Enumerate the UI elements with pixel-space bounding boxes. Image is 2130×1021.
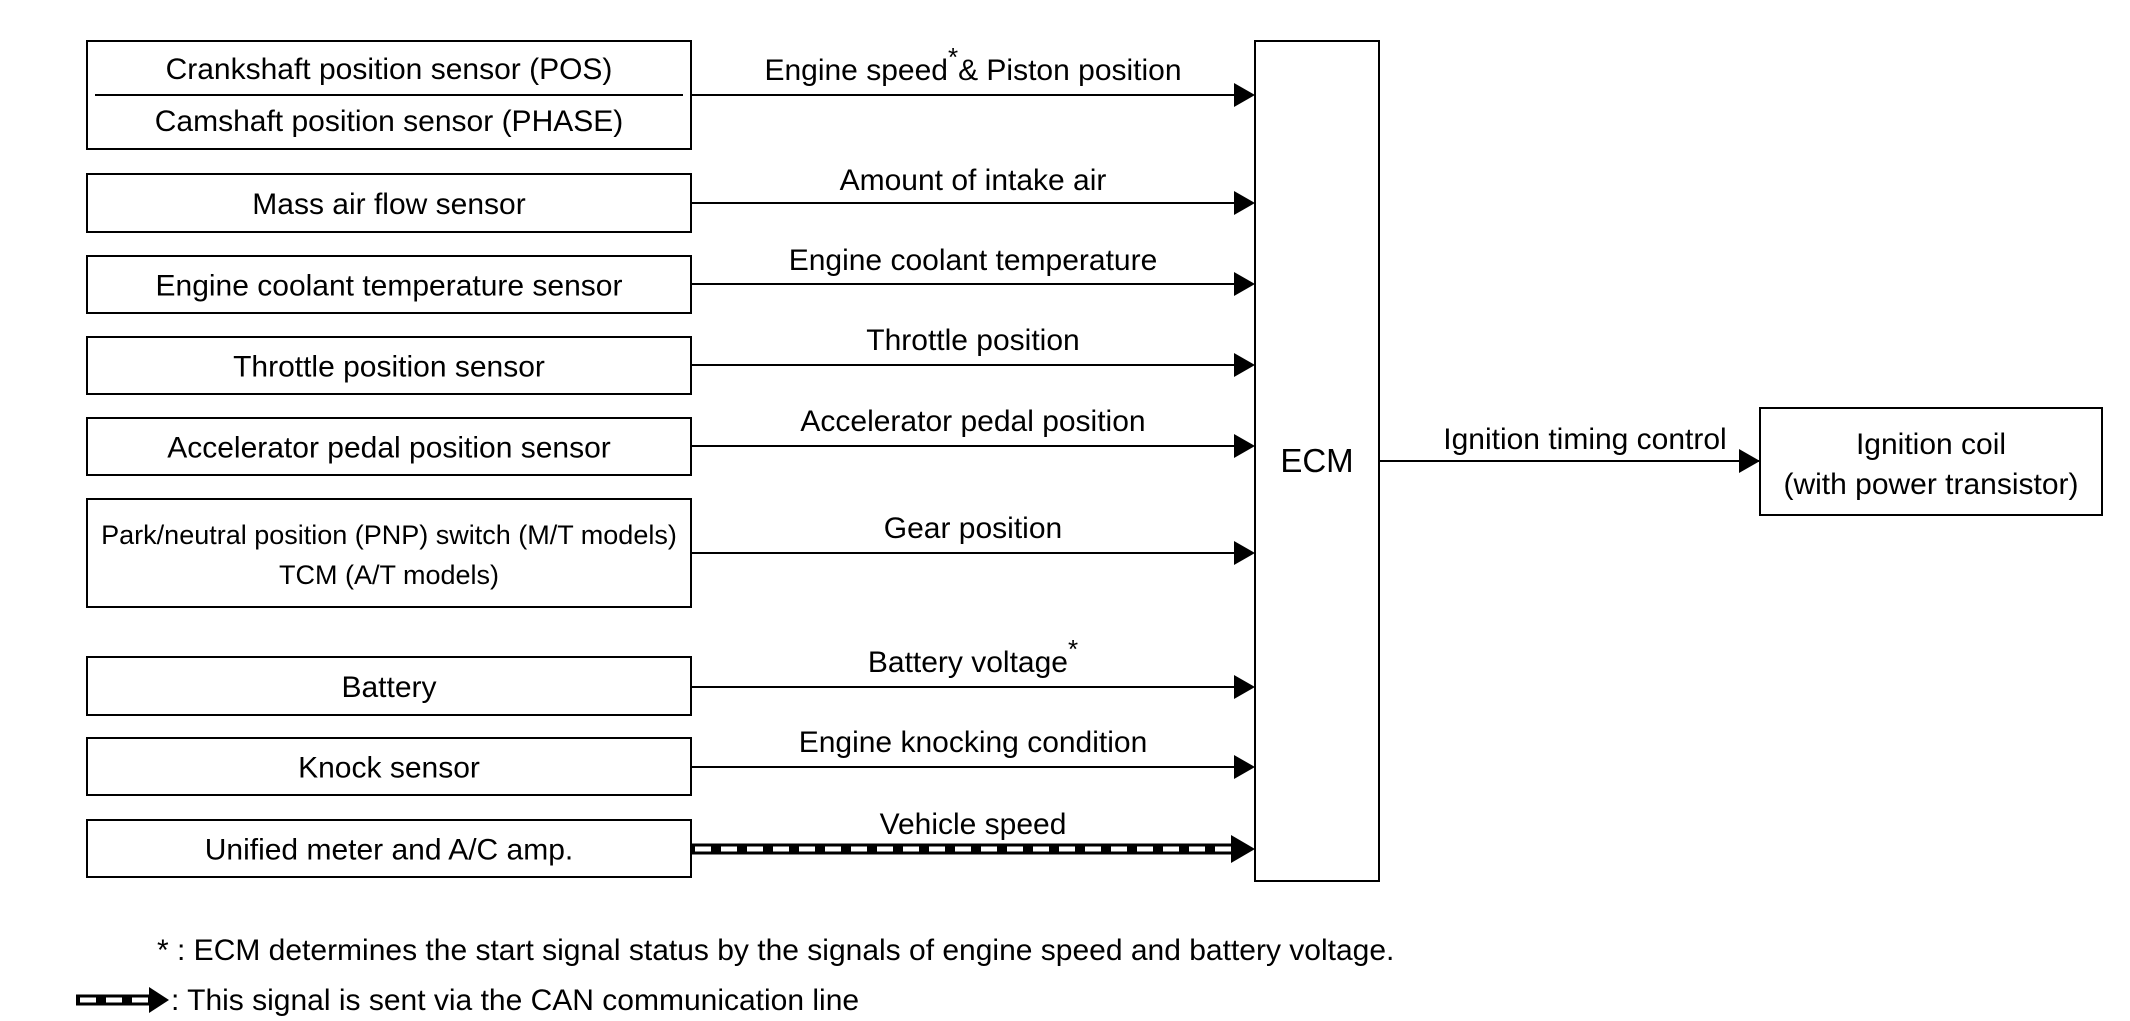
can-line-arrow-icon (149, 987, 169, 1013)
signal-label: Amount of intake air (840, 164, 1107, 197)
sensor-label: Accelerator pedal position sensor (167, 432, 611, 465)
sensor-row: Accelerator pedal position sensor Acceler… (86, 405, 1255, 476)
signal-label: Engine coolant temperature (789, 244, 1158, 277)
arrow-icon (1234, 83, 1255, 107)
sensor-box (86, 255, 692, 314)
output-signal-label: Ignition timing control (1443, 423, 1726, 456)
sensor-box (86, 819, 692, 878)
sensor-label: Mass air flow sensor (252, 188, 525, 221)
arrow-icon (1234, 541, 1255, 565)
sensor-rows: Crankshaft position sensor (POS) Camshaft… (86, 40, 1255, 878)
sensor-row: Unified meter and A/C amp. Vehicle speed (86, 808, 1255, 878)
sensor-row: Engine coolant temperature sensor Engine … (86, 244, 1255, 314)
sensor-row: Battery Battery voltage* (86, 634, 1255, 716)
sensor-label: Knock sensor (298, 752, 480, 785)
sensor-row: Throttle position sensor Throttle positio… (86, 324, 1255, 395)
arrow-icon (1234, 675, 1255, 699)
ecm-label: ECM (1280, 442, 1353, 479)
ignition-coil-box: Ignition coil (with power transistor) (1759, 407, 2103, 516)
sensor-row: Knock sensor Engine knocking condition (86, 726, 1255, 796)
ecm-block: ECM (1254, 40, 1380, 882)
sensor-label: Crankshaft position sensor (POS) (166, 53, 613, 86)
asterisk-note: * : ECM determines the start signal stat… (157, 934, 1394, 967)
sensor-label: Throttle position sensor (233, 351, 545, 384)
sensor-label: Park/neutral position (PNP) switch (M/T … (101, 520, 677, 550)
sensor-box (86, 737, 692, 796)
arrow-icon (1234, 353, 1255, 377)
ignition-coil-line-1: Ignition coil (1856, 428, 2006, 461)
sensor-row: Park/neutral position (PNP) switch (M/T … (86, 498, 1255, 608)
signal-label: Engine knocking condition (799, 726, 1148, 759)
signal-label: Vehicle speed (880, 808, 1067, 841)
sensor-row: Crankshaft position sensor (POS) Camshaft… (86, 40, 1255, 150)
footnotes: * : ECM determines the start signal stat… (76, 934, 1394, 1017)
output-connection: Ignition timing control (1379, 423, 1760, 473)
sensor-label: Engine coolant temperature sensor (156, 270, 623, 303)
output-arrow-icon (1739, 449, 1760, 473)
arrow-icon (1234, 191, 1255, 215)
can-legend: : This signal is sent via the CAN commun… (76, 984, 859, 1017)
signal-label: Throttle position (866, 324, 1079, 357)
signal-label: Accelerator pedal position (800, 405, 1145, 438)
sensor-label: Unified meter and A/C amp. (205, 834, 574, 867)
arrow-icon (1234, 434, 1255, 458)
arrow-icon (1231, 835, 1255, 863)
sensor-row: Mass air flow sensor Amount of intake air (86, 164, 1255, 233)
arrow-icon (1234, 272, 1255, 296)
signal-label: Gear position (884, 512, 1062, 545)
can-note: : This signal is sent via the CAN commun… (171, 984, 859, 1017)
ignition-coil-line-2: (with power transistor) (1783, 468, 2078, 501)
arrow-icon (1234, 755, 1255, 779)
sensor-box (86, 656, 692, 716)
sensor-box (86, 417, 692, 476)
sensor-label: Camshaft position sensor (PHASE) (155, 105, 624, 138)
signal-label: Engine speed*& Piston position (764, 42, 1181, 87)
sensor-label: Battery (341, 671, 436, 704)
sensor-label: TCM (A/T models) (279, 560, 499, 590)
sensor-box (86, 498, 692, 608)
signal-label: Battery voltage* (868, 634, 1078, 679)
sensor-box (86, 173, 692, 233)
